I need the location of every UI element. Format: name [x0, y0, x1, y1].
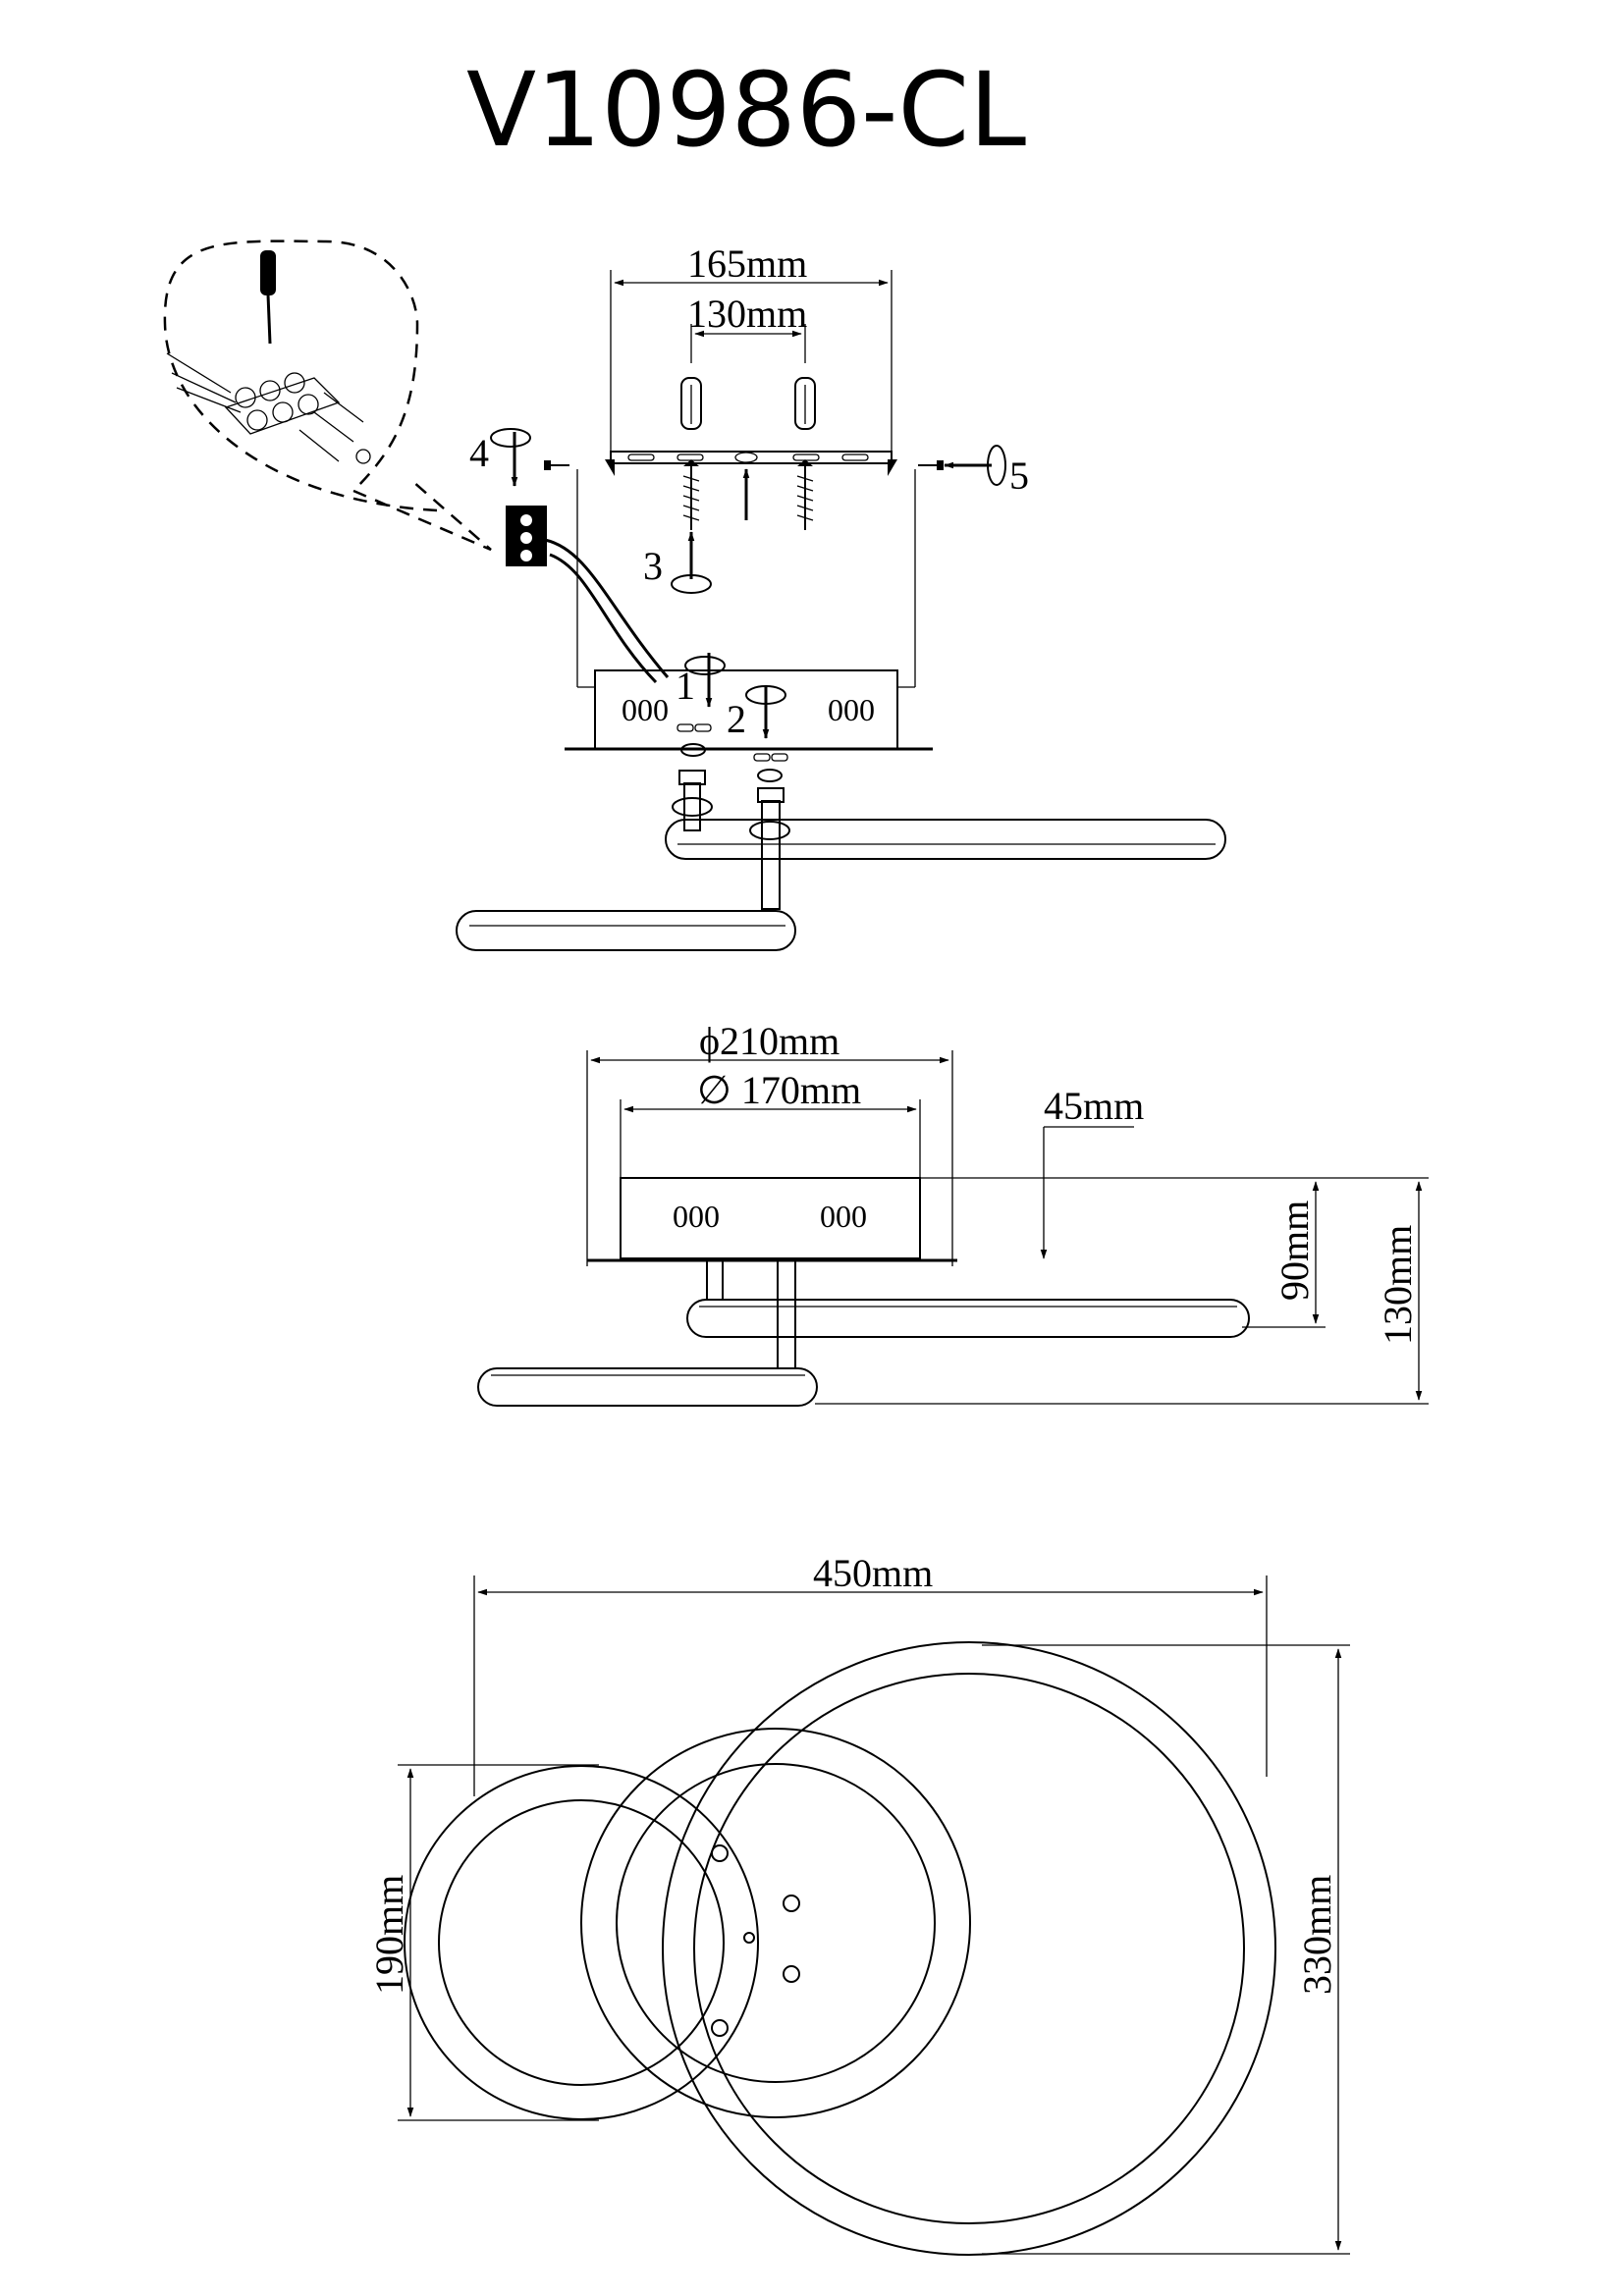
- dim-label-210: ϕ210mm: [699, 1019, 839, 1063]
- rotate-icon: [490, 428, 531, 448]
- side-led-bar-lower: [477, 1367, 818, 1407]
- small-ring-inner: [438, 1799, 725, 2086]
- step-1-marker: 1: [676, 653, 726, 708]
- side-led-bar-upper: [686, 1299, 1250, 1338]
- nut-washer-right: [749, 753, 790, 910]
- detail-bubble-outline: [163, 240, 438, 512]
- rotate-icon: [749, 821, 790, 840]
- dim-label-450: 450mm: [813, 1551, 933, 1595]
- mount-dot: [783, 1965, 800, 1983]
- vent-slots-left: 000: [622, 692, 669, 727]
- rotate-icon: [987, 445, 1006, 486]
- step-5-label: 5: [1009, 454, 1029, 498]
- mount-dot: [783, 1895, 800, 1912]
- dim-label-130-side: 130mm: [1376, 1225, 1420, 1345]
- mounting-bracket: [605, 451, 897, 476]
- rotate-icon: [684, 656, 726, 675]
- detail-bubble-pointer: [352, 480, 492, 552]
- led-bar-upper: [665, 819, 1226, 860]
- wall-anchor-right-icon: [794, 377, 816, 430]
- small-ring-outer: [404, 1765, 759, 2120]
- side-canopy: [620, 1177, 921, 1259]
- nut-washer-left: [672, 723, 713, 831]
- terminal-block-icon: [166, 352, 371, 464]
- side-vent-left: 000: [673, 1199, 720, 1234]
- dimension-165: 165mm: [610, 241, 893, 466]
- step-5-marker: 5: [944, 445, 1029, 498]
- mid-ring-inner: [616, 1763, 936, 2083]
- screw-right-icon: [796, 459, 814, 530]
- mount-dot: [711, 1844, 729, 1862]
- side-screw-right-icon: [918, 460, 944, 470]
- vent-slots-right: 000: [828, 692, 875, 727]
- wiring-detail: [163, 240, 492, 552]
- dim-label-45: 45mm: [1044, 1084, 1144, 1128]
- step-3-label: 3: [643, 544, 663, 588]
- dim-label-130: 130mm: [687, 292, 807, 336]
- dim-label-330: 330mm: [1295, 1875, 1339, 1995]
- connector-block: [506, 506, 670, 684]
- mount-dot: [711, 2019, 729, 2037]
- mount-dot: [743, 1932, 755, 1944]
- side-screw-left-icon: [544, 460, 569, 470]
- canopy-box: 000 000: [565, 669, 933, 751]
- step-1-label: 1: [676, 664, 695, 708]
- screw-left-icon: [682, 459, 700, 530]
- dim-label-90: 90mm: [1272, 1201, 1317, 1301]
- large-ring-inner: [693, 1673, 1245, 2224]
- side-vent-right: 000: [820, 1199, 867, 1234]
- top-view: 450mm 190mm 330mm: [367, 1551, 1350, 2256]
- step-2-label: 2: [727, 697, 746, 741]
- dimension-130: 130mm: [687, 292, 807, 363]
- rotate-icon: [671, 574, 712, 594]
- led-bar-lower: [456, 910, 796, 951]
- rotate-icon: [672, 797, 713, 817]
- stem-upper: [706, 1257, 724, 1301]
- large-ring-outer: [662, 1641, 1276, 2256]
- step-4-label: 4: [469, 431, 489, 475]
- mid-ring-outer: [580, 1728, 971, 2118]
- wall-anchor-left-icon: [680, 377, 702, 430]
- stem-lower: [777, 1257, 796, 1369]
- step-4-marker: 4: [469, 428, 531, 487]
- installation-diagram: 165mm 130mm: [163, 240, 1226, 951]
- step-3-marker: 3: [643, 531, 712, 594]
- step-2-marker: 2: [727, 685, 786, 741]
- dim-label-165: 165mm: [687, 241, 807, 286]
- product-code: V10986-CL: [466, 50, 1026, 170]
- dim-label-170: ∅ 170mm: [697, 1068, 861, 1112]
- side-view: ϕ210mm ∅ 170mm 45mm 000 000 90mm 130mm: [477, 1019, 1429, 1407]
- screwdriver-icon: [260, 250, 276, 345]
